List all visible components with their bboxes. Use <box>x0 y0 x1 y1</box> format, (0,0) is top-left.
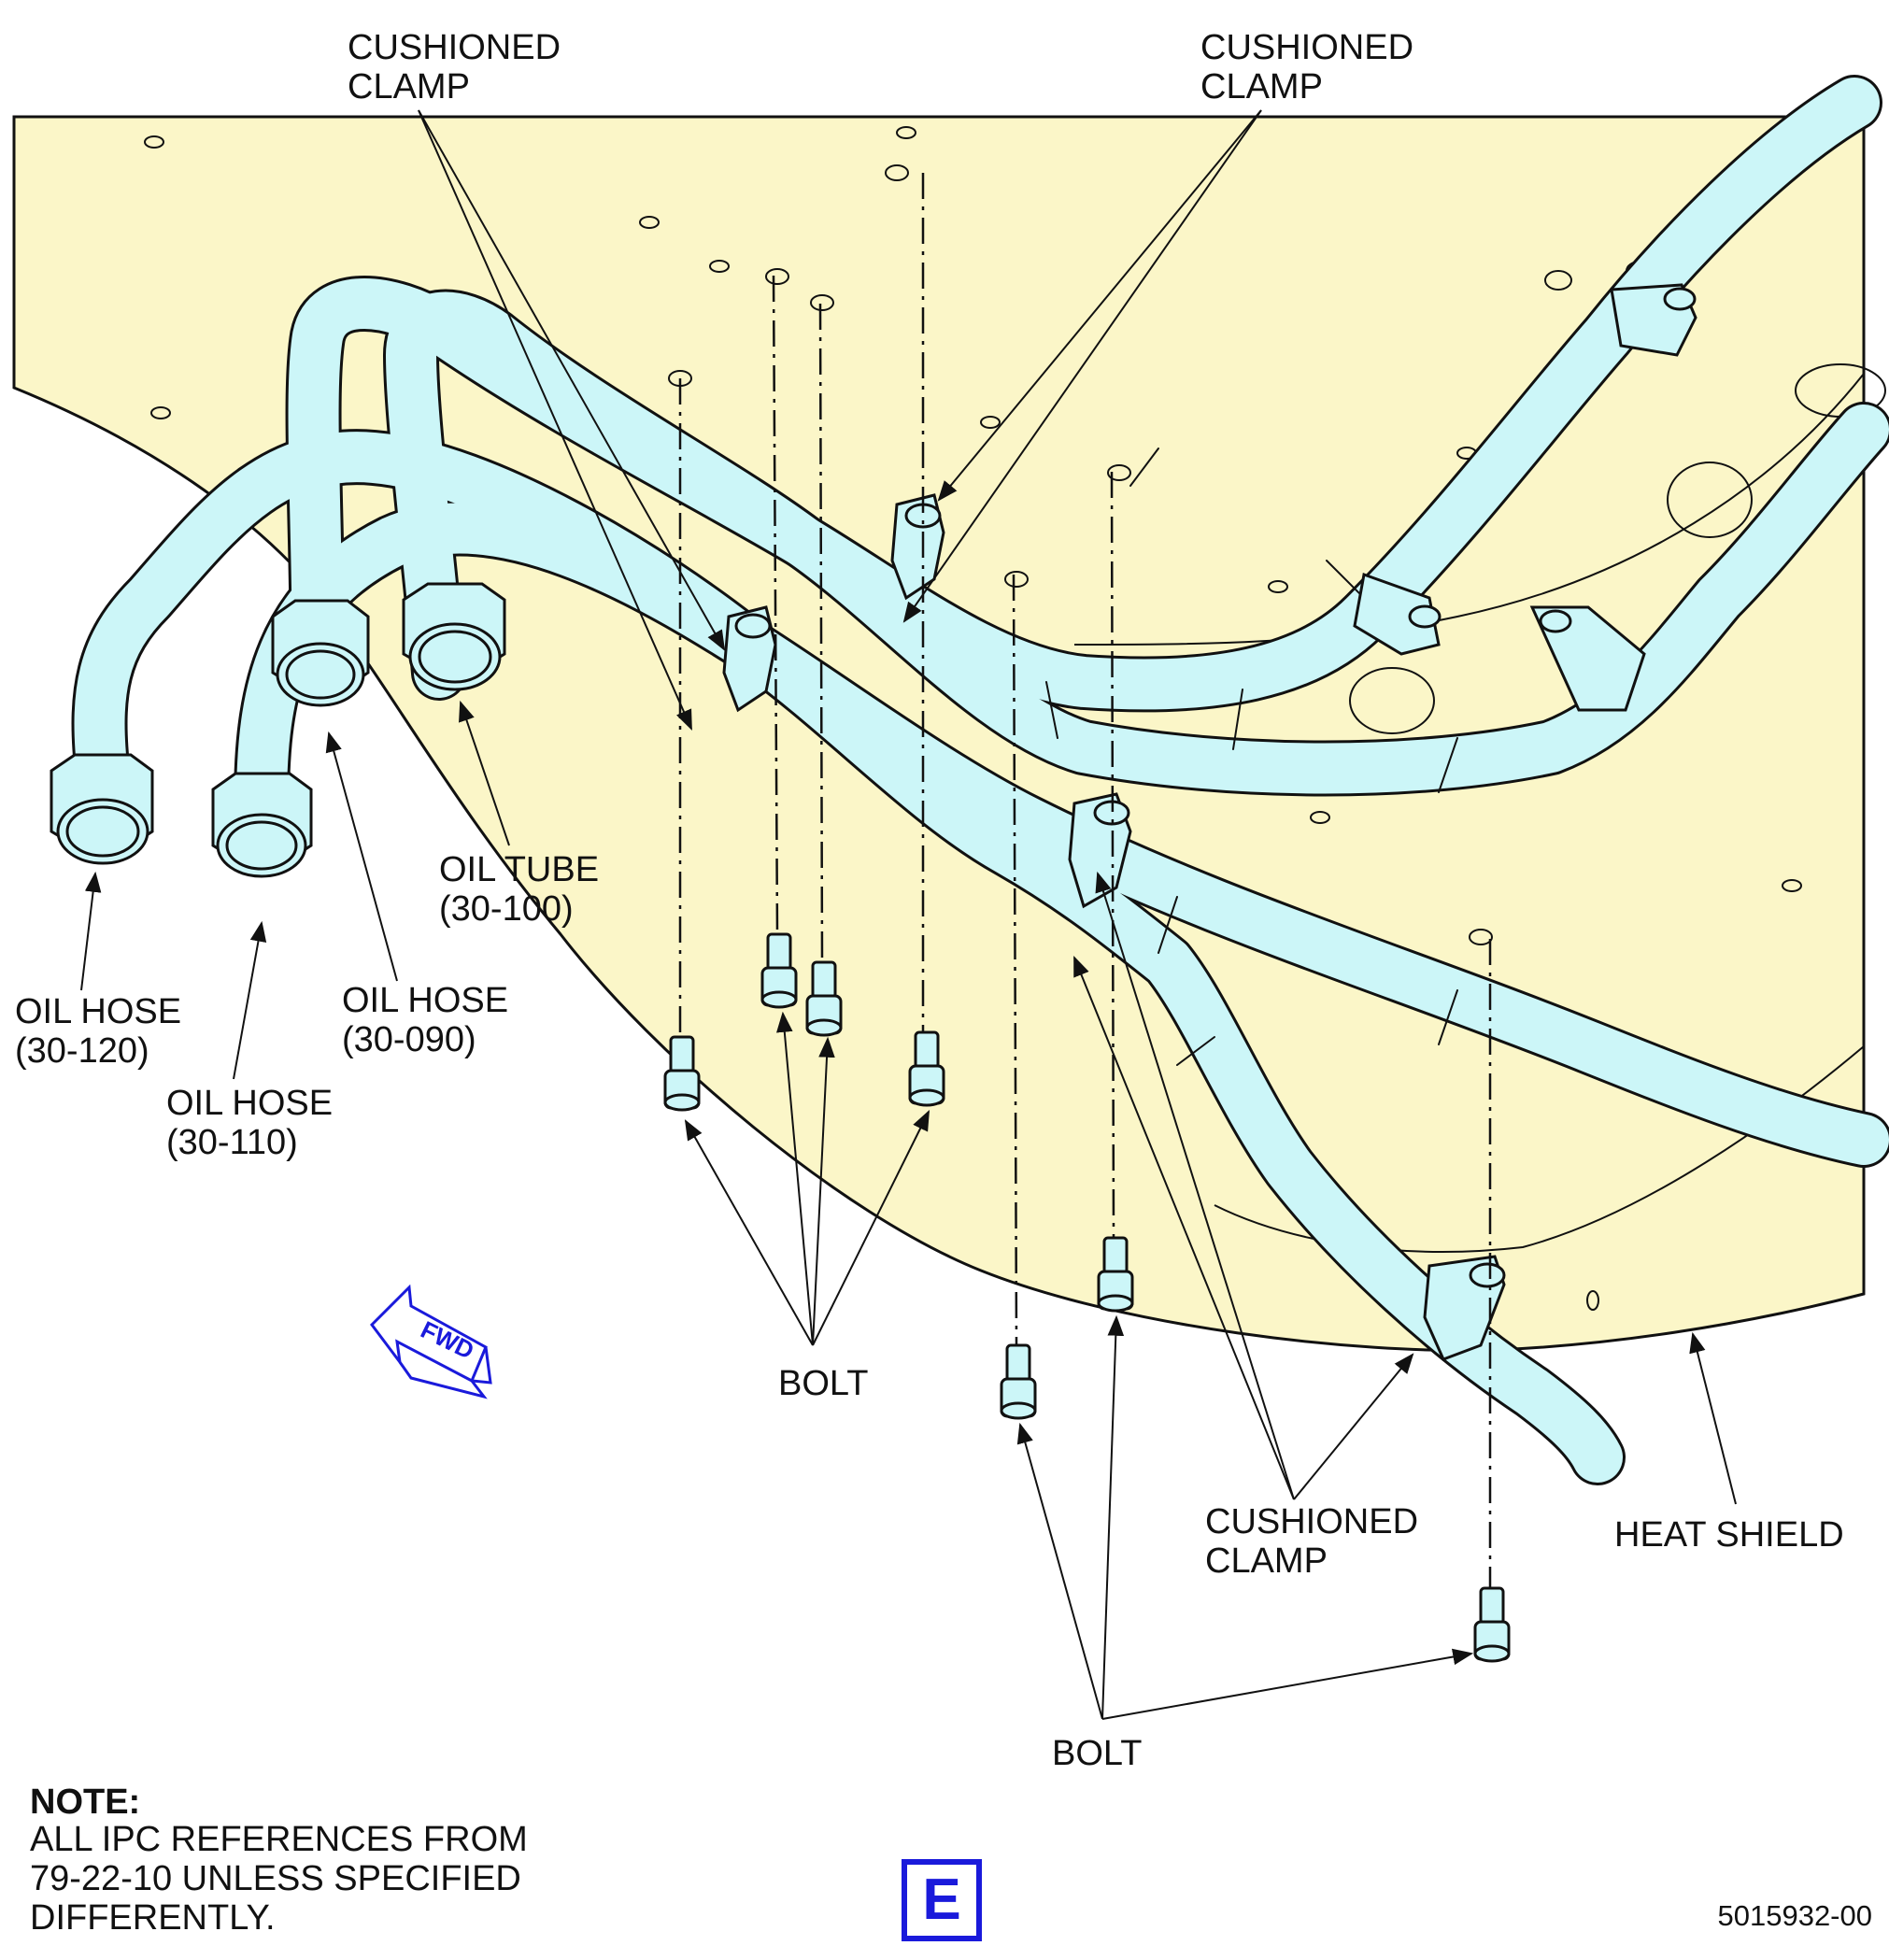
label-oil-tube: OIL TUBE (30-100) <box>439 850 600 929</box>
bolt <box>805 960 843 1037</box>
hose-fitting <box>50 753 154 865</box>
bolt <box>1473 1586 1511 1663</box>
note-text: ALL IPC REFERENCES FROM 79-22-10 UNLESS … <box>30 1820 528 1938</box>
cushioned-clamp <box>1068 792 1132 909</box>
note-heading: NOTE: <box>30 1782 141 1822</box>
cushioned-clamp <box>1529 605 1646 712</box>
hose-fitting <box>211 772 313 878</box>
heat-shield-contour <box>1073 373 1865 646</box>
tube-fitting <box>402 582 506 691</box>
fwd-arrow-icon <box>370 1284 492 1399</box>
bolt-centerlines <box>678 173 1492 1588</box>
label-heat-shield: HEAT SHIELD <box>1614 1515 1844 1555</box>
cushioned-clamp <box>1423 1255 1506 1361</box>
cushioned-clamp <box>722 605 777 713</box>
hose-fitting <box>271 599 370 707</box>
view-letter: E <box>902 1859 982 1941</box>
label-cushioned-clamp-top-right: CUSHIONED CLAMP <box>1200 28 1414 107</box>
label-oil-hose-120: OIL HOSE (30-120) <box>15 992 182 1071</box>
bolt <box>908 1030 945 1107</box>
label-bolt-lower: BOLT <box>1052 1734 1143 1773</box>
bolt <box>663 1035 701 1112</box>
leader-lines <box>80 109 1737 1720</box>
label-cushioned-clamp-top-left: CUSHIONED CLAMP <box>348 28 561 107</box>
cushioned-clamp <box>1353 572 1442 656</box>
label-oil-hose-090: OIL HOSE (30-090) <box>342 981 509 1059</box>
figure-id: 5015932-00 <box>1717 1899 1873 1932</box>
bolt <box>1000 1343 1037 1420</box>
bolt <box>1097 1236 1134 1313</box>
cushioned-clamp <box>1610 283 1697 357</box>
label-bolt-upper: BOLT <box>778 1364 869 1403</box>
label-cushioned-clamp-bottom: CUSHIONED CLAMP <box>1205 1502 1419 1581</box>
bolt <box>760 932 798 1009</box>
label-oil-hose-110: OIL HOSE (30-110) <box>166 1084 334 1162</box>
oil-tubing <box>71 75 1889 1485</box>
